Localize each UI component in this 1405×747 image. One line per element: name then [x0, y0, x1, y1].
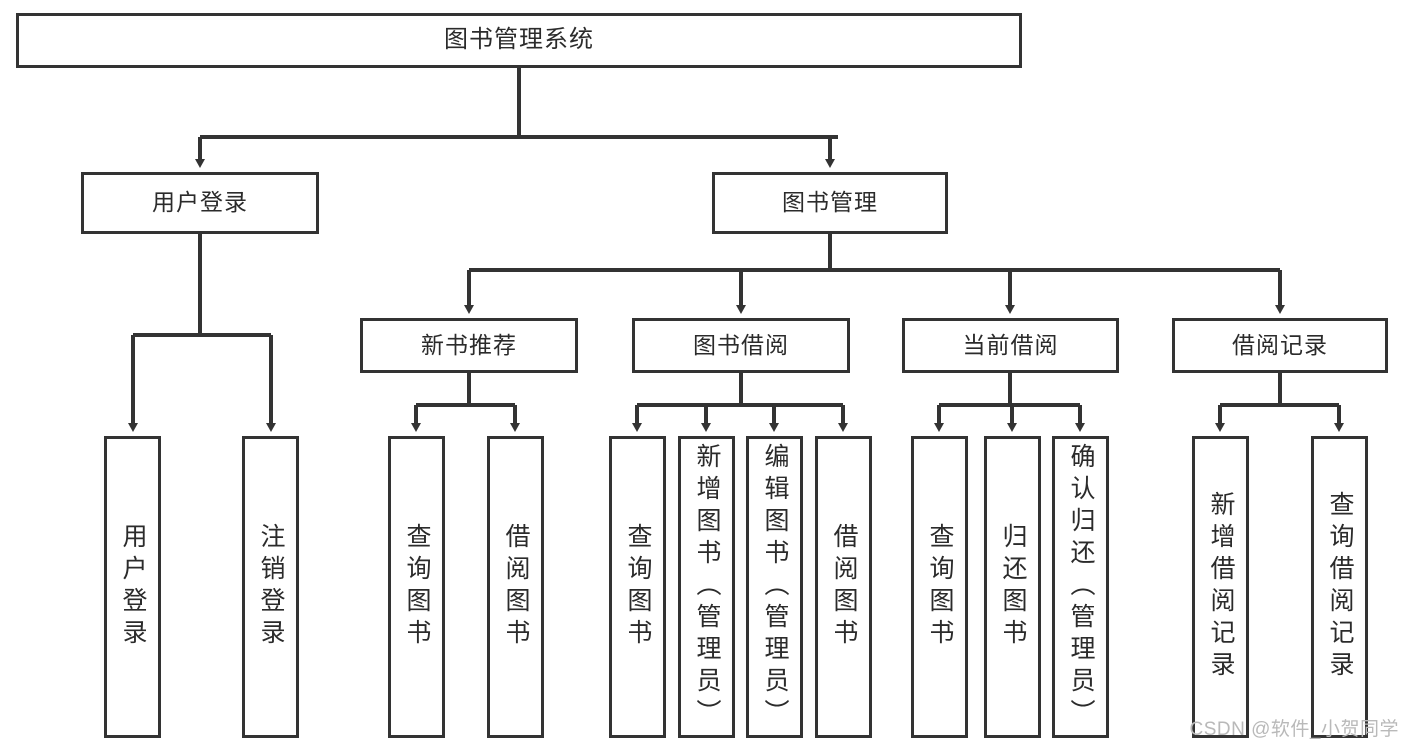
- leaf-add-borrow-record[interactable]: 新增借阅记录: [1192, 436, 1249, 738]
- leaf-user-login[interactable]: 用户登录: [104, 436, 161, 738]
- leaf-query-book-recommend[interactable]: 查询图书: [388, 436, 445, 738]
- node-current-borrow[interactable]: 当前借阅: [902, 318, 1119, 373]
- leaf-return-book[interactable]: 归还图书: [984, 436, 1041, 738]
- node-new-book-recommend[interactable]: 新书推荐: [360, 318, 578, 373]
- node-borrow-record[interactable]: 借阅记录: [1172, 318, 1388, 373]
- leaf-confirm-return-admin[interactable]: 确认归还（管理员）: [1052, 436, 1109, 738]
- leaf-query-borrow-record[interactable]: 查询借阅记录: [1311, 436, 1368, 738]
- leaf-borrow-book-recommend[interactable]: 借阅图书: [487, 436, 544, 738]
- leaf-borrow-book[interactable]: 借阅图书: [815, 436, 872, 738]
- node-root-system[interactable]: 图书管理系统: [16, 13, 1022, 68]
- leaf-edit-book-admin[interactable]: 编辑图书（管理员）: [746, 436, 803, 738]
- csdn-watermark: CSDN @软件_小贺同学: [1189, 719, 1399, 740]
- leaf-query-book-borrow[interactable]: 查询图书: [609, 436, 666, 738]
- leaf-logout[interactable]: 注销登录: [242, 436, 299, 738]
- node-book-management[interactable]: 图书管理: [712, 172, 948, 234]
- leaf-add-book-admin[interactable]: 新增图书（管理员）: [678, 436, 735, 738]
- node-book-borrow[interactable]: 图书借阅: [632, 318, 850, 373]
- leaf-query-book-current[interactable]: 查询图书: [911, 436, 968, 738]
- node-user-login[interactable]: 用户登录: [81, 172, 319, 234]
